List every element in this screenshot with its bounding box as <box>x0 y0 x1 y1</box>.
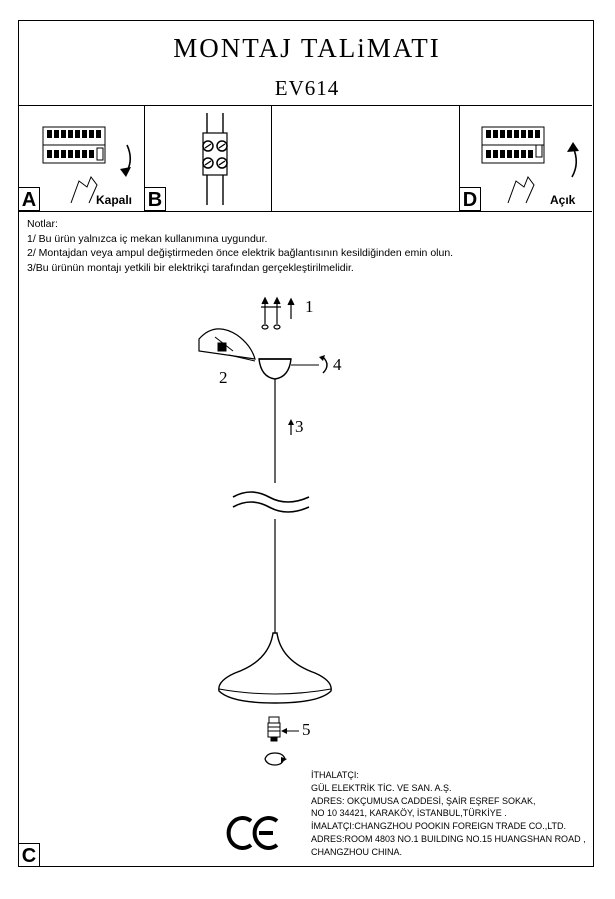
importer-line: ADRES:ROOM 4803 NO.1 BUILDING NO.15 HUAN… <box>311 833 586 844</box>
rotate-arrow-icon <box>264 752 286 760</box>
callout-3: 3 <box>295 417 304 436</box>
wire-connector-illustration <box>202 113 228 205</box>
panel-letter-d: D <box>459 187 481 211</box>
note-item: 1/ Bu ürün yalnızca iç mekan kullanımına… <box>27 232 268 245</box>
note-item: 2/ Montajdan veya ampul değiştirmeden ön… <box>27 247 454 259</box>
panel-letter-a: A <box>18 187 40 211</box>
callout-5: 5 <box>302 720 311 739</box>
breaker-panel-off-illustration <box>42 126 132 204</box>
panel-divider-ab <box>144 105 145 211</box>
lamp-shade <box>218 632 332 704</box>
page-title: MONTAJ TALiMATI <box>173 33 441 63</box>
ceiling-canopy <box>258 358 292 380</box>
callout-1: 1 <box>305 297 314 316</box>
notes-heading: Notlar: <box>27 218 58 230</box>
importer-line: ADRES: OKÇUMUSA CADDESİ, ŞAİR EŞREF SOKA… <box>311 795 536 806</box>
ce-mark-c <box>226 816 253 850</box>
panel-letter-c: C <box>18 843 40 867</box>
callout-2: 2 <box>219 368 228 387</box>
panel-letter-b: B <box>144 187 166 211</box>
bulb-icon <box>267 716 281 742</box>
ce-mark-e <box>252 816 279 850</box>
cable-break-marks <box>232 491 310 503</box>
product-code: EV614 <box>274 76 340 100</box>
header-divider <box>19 105 592 106</box>
panels-divider <box>19 211 592 212</box>
importer-line: İMALATÇI:CHANGZHOU POOKIN FOREIGN TRADE … <box>311 821 567 832</box>
wiring-detail-bubble <box>198 328 256 360</box>
note-item: 3/Bu ürünün montajı yetkili bir elektrik… <box>27 261 354 274</box>
importer-line: NO 10 34421, KARAKÖY, İSTANBUL,TÜRKİYE . <box>311 808 507 819</box>
breaker-panel-on-illustration <box>481 126 579 204</box>
notes-section: Notlar: 1/ Bu ürün yalnızca iç mekan kul… <box>27 217 453 275</box>
importer-line: İTHALATÇI: <box>311 770 359 780</box>
importer-line: GÜL ELEKTRİK TİC. VE SAN. A.Ş. <box>311 782 452 793</box>
instruction-sheet: MONTAJ TALiMATI EV614 A Kapalı <box>18 20 594 867</box>
panel-label-on: Açık <box>550 193 576 207</box>
importer-info: İTHALATÇI: GÜL ELEKTRİK TİC. VE SAN. A.Ş… <box>311 769 586 859</box>
callout-4: 4 <box>333 355 342 374</box>
pendant-lamp-diagram <box>198 296 332 850</box>
panel-label-off: Kapalı <box>96 193 133 207</box>
panel-divider-d <box>459 105 460 211</box>
panel-divider-b <box>271 105 272 211</box>
ceiling-anchor-icon <box>261 296 295 330</box>
importer-line: CHANGZHOU CHINA. <box>311 846 403 857</box>
